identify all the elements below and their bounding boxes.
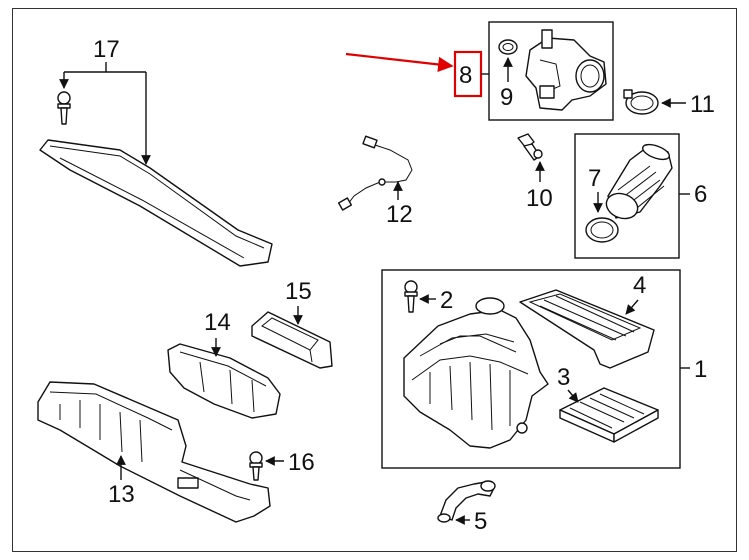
part-1-box (381, 269, 681, 469)
part-7-hose-clamp (585, 217, 619, 243)
callout-17: 17 (59, 36, 151, 165)
callout-16-label: 16 (288, 449, 315, 476)
callout-3-label: 3 (557, 364, 570, 391)
part-5-vent-tube (437, 480, 496, 523)
callout-9-label: 9 (500, 84, 513, 111)
part-2-bolt (404, 280, 418, 313)
part-15-air-duct (251, 311, 333, 369)
callout-6: 6 (679, 181, 707, 208)
callout-2-label: 2 (440, 287, 453, 314)
callout-5: 5 (455, 508, 487, 535)
callout-6-label: 6 (694, 181, 707, 208)
diagram-frame (12, 8, 737, 552)
part-6-intake-hose (605, 143, 673, 220)
callout-17-label: 17 (93, 36, 120, 63)
callout-10-label: 10 (526, 185, 553, 212)
callout-11-label: 11 (690, 91, 715, 118)
callout-10: 10 (526, 161, 553, 212)
part-17-cover-panel (39, 139, 273, 267)
callout-8-label: 8 (459, 62, 472, 89)
part-11-clamp (623, 89, 659, 115)
callout-7: 7 (588, 165, 603, 213)
part-8-throttle-body (525, 29, 607, 111)
red-pointer-arrow (345, 52, 454, 73)
callout-15-label: 15 (285, 278, 312, 305)
callout-1: 1 (680, 356, 707, 383)
callout-14-label: 14 (204, 309, 231, 336)
part-9-gasket (498, 39, 518, 55)
callout-8-highlight: 8 (345, 50, 489, 98)
callout-13-label: 13 (108, 481, 135, 508)
callout-7-label: 7 (588, 165, 601, 192)
part-12-sensor-harness (337, 135, 413, 211)
part-3-air-filter-element (559, 387, 659, 443)
callout-14: 14 (204, 309, 231, 357)
callout-9: 9 (500, 57, 513, 111)
callout-13: 13 (108, 455, 135, 508)
part-17-screw (57, 91, 71, 125)
part-16-screw (249, 451, 263, 481)
callout-3: 3 (557, 364, 579, 403)
callout-12-label: 12 (386, 201, 413, 228)
part-6-box (574, 133, 680, 259)
callout-5-label: 5 (474, 508, 487, 535)
callout-2: 2 (419, 287, 453, 314)
part-4-air-filter-cover (519, 289, 655, 369)
callout-11: 11 (661, 91, 715, 118)
callout-12: 12 (386, 181, 413, 228)
callout-4: 4 (625, 272, 646, 315)
callout-15: 15 (285, 278, 312, 325)
callout-4-label: 4 (633, 272, 646, 299)
part-10-bolt (517, 133, 543, 161)
callout-16: 16 (265, 449, 315, 476)
part-8-box (488, 21, 614, 121)
part-14-resonator (167, 343, 281, 419)
part-13-lower-duct (37, 381, 271, 523)
part-1-air-cleaner-housing (403, 297, 549, 449)
callout-1-label: 1 (694, 356, 707, 383)
